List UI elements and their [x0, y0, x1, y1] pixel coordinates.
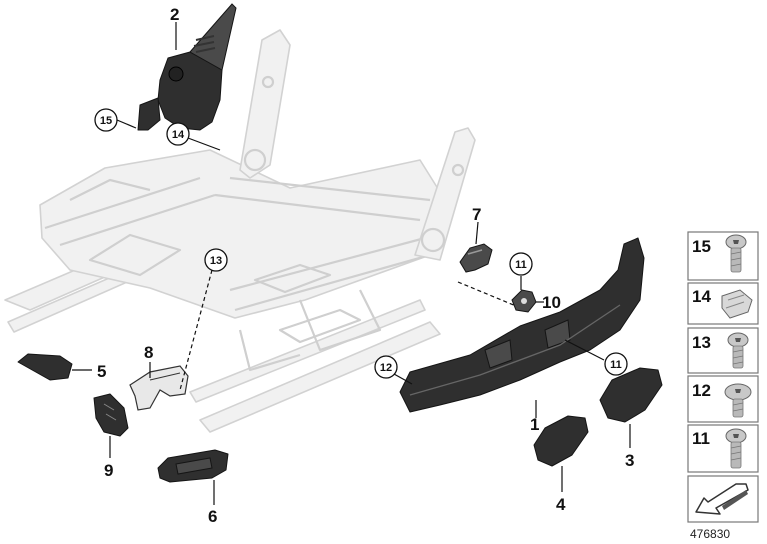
callout-1: 1 — [530, 415, 539, 434]
callouts: 2 15 14 13 7 11 10 11 12 1 3 4 5 8 9 6 — [94, 5, 634, 526]
legend-label-12: 12 — [692, 381, 711, 400]
callout-14: 14 — [172, 129, 185, 141]
part-8-bracket — [129, 365, 189, 411]
legend-cell-11 — [687, 424, 759, 473]
part-1-side-trim — [399, 237, 645, 413]
callout-5: 5 — [97, 362, 106, 381]
clip-nut-icon — [721, 289, 753, 319]
callout-circle-14 — [166, 122, 190, 146]
legend-cell-15 — [687, 231, 759, 281]
hardware-legend: 15 14 13 12 — [687, 231, 759, 523]
torx-screw-pan-head-icon — [725, 234, 747, 273]
direction-arrow-icon — [695, 483, 749, 515]
diagram-number: 476830 — [690, 527, 730, 541]
leader-lines — [72, 22, 631, 505]
callout-circle-12 — [374, 355, 398, 379]
callout-circle-11a — [509, 252, 533, 276]
callout-12: 12 — [380, 362, 392, 374]
part-9-cover — [93, 393, 129, 437]
torx-screw-flange-icon — [727, 332, 749, 369]
callout-9: 9 — [104, 461, 113, 480]
callout-3: 3 — [625, 451, 634, 470]
part-2-upper-cover — [137, 3, 237, 131]
part-6-handle — [157, 449, 229, 483]
part-7-bracket — [459, 243, 493, 273]
part-5-cap — [17, 353, 73, 381]
callout-11a: 11 — [515, 259, 527, 271]
callout-circle-11b — [604, 352, 628, 376]
callout-11b: 11 — [610, 359, 622, 371]
callout-7: 7 — [472, 205, 481, 224]
callout-10: 10 — [542, 293, 561, 312]
callout-6: 6 — [208, 507, 217, 526]
legend-cell-12 — [687, 375, 759, 423]
legend-label-11: 11 — [692, 429, 710, 448]
callout-circle-13 — [204, 248, 228, 272]
part-4-cover — [533, 415, 589, 467]
callout-circle-15 — [94, 108, 118, 132]
callout-8: 8 — [144, 343, 153, 362]
torx-screw-wide-flange-icon — [724, 383, 752, 418]
callout-4: 4 — [556, 495, 566, 514]
torx-screw-long-icon — [725, 428, 747, 469]
legend-label-13: 13 — [692, 333, 711, 352]
part-3-cover — [599, 367, 663, 423]
callout-15: 15 — [100, 115, 112, 127]
legend-label-15: 15 — [692, 237, 711, 256]
legend-label-14: 14 — [692, 287, 711, 306]
part-10-clip — [511, 289, 537, 313]
callout-13: 13 — [210, 255, 222, 267]
callout-2: 2 — [170, 5, 179, 24]
seat-frame — [4, 29, 476, 433]
